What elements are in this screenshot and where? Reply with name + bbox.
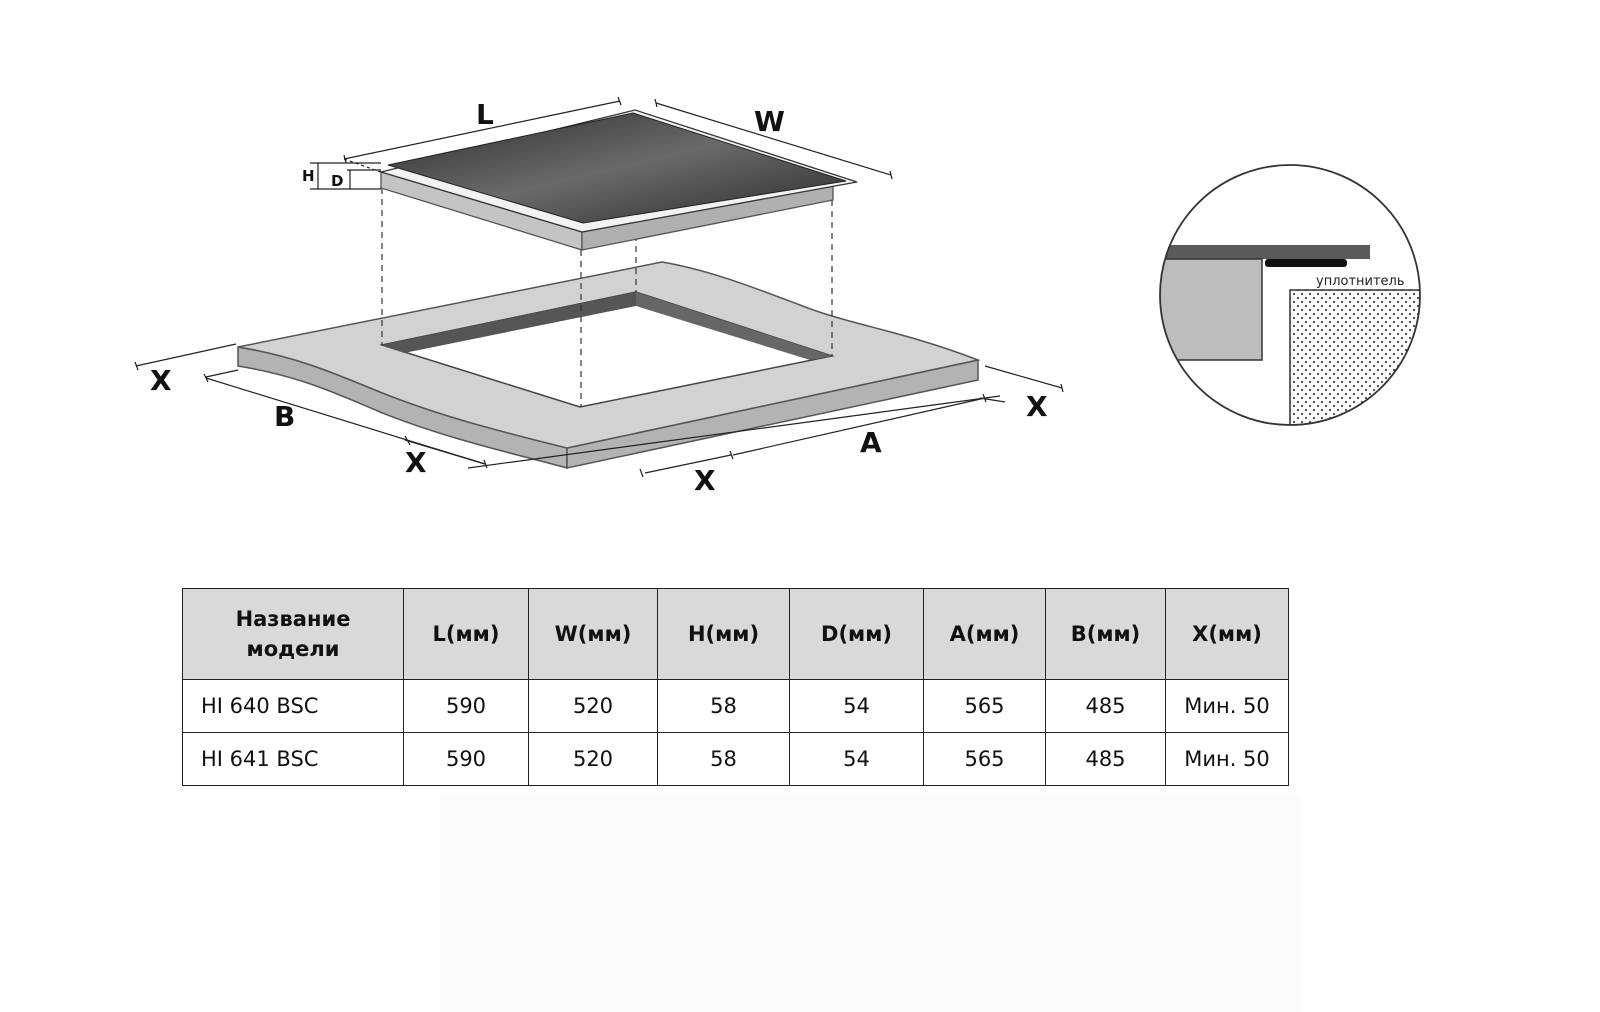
label-X-right: X — [1026, 390, 1048, 423]
dimension-lines — [134, 96, 1064, 478]
label-W: W — [754, 105, 785, 138]
cell-model: HI 641 BSC — [182, 732, 404, 786]
cell-B: 485 — [1045, 679, 1166, 733]
glass-ceramic-plate — [387, 112, 847, 224]
header-H: H(мм) — [657, 588, 790, 680]
cell-X: Мин. 50 — [1165, 732, 1289, 786]
label-D: D — [331, 172, 343, 190]
label-A: A — [860, 426, 882, 459]
spec-table: Название модели L(мм) W(мм) H(мм) D(мм) … — [182, 588, 1289, 786]
seal-detail: уплотнитель — [1159, 164, 1421, 426]
label-B: B — [274, 400, 295, 433]
cell-L: 590 — [403, 679, 529, 733]
cell-model: HI 640 BSC — [182, 679, 404, 733]
label-X-left: X — [150, 364, 172, 397]
cell-D: 54 — [789, 732, 924, 786]
label-L: L — [476, 98, 494, 131]
projection-lines — [381, 188, 833, 407]
seal-label: уплотнитель — [1316, 274, 1405, 289]
cell-A: 565 — [923, 679, 1046, 733]
table-header-row: Название модели L(мм) W(мм) H(мм) D(мм) … — [182, 588, 1289, 680]
installation-diagram: L W H D X B X X A X уплотнитель — [134, 96, 1421, 497]
detail-circle-outline — [1159, 164, 1421, 426]
header-B: B(мм) — [1045, 588, 1166, 680]
cell-H: 58 — [657, 679, 790, 733]
cell-A: 565 — [923, 732, 1046, 786]
detail-seal — [1265, 259, 1347, 267]
background-block — [440, 795, 1300, 1012]
header-X: X(мм) — [1165, 588, 1289, 680]
label-H: H — [302, 167, 315, 185]
cell-H: 58 — [657, 732, 790, 786]
header-model-line1: Название — [235, 607, 351, 631]
header-W: W(мм) — [528, 588, 658, 680]
cell-X: Мин. 50 — [1165, 679, 1289, 733]
detail-hob-body — [1160, 258, 1263, 361]
cell-W: 520 — [528, 732, 658, 786]
worktop-cutout — [379, 291, 835, 408]
table-row: HI 640 BSC 590 520 58 54 565 485 Мин. 50 — [182, 679, 1289, 733]
detail-worktop — [1289, 289, 1420, 425]
table-row: HI 641 BSC 590 520 58 54 565 485 Мин. 50 — [182, 732, 1289, 786]
cell-W: 520 — [528, 679, 658, 733]
label-X-bottom-left: X — [405, 446, 427, 479]
header-L: L(мм) — [403, 588, 529, 680]
cell-D: 54 — [789, 679, 924, 733]
cooktop — [378, 109, 858, 251]
header-A: A(мм) — [923, 588, 1046, 680]
label-X-bottom: X — [694, 464, 716, 497]
cell-L: 590 — [403, 732, 529, 786]
worktop — [237, 188, 981, 469]
detail-hob-glass — [1160, 245, 1370, 259]
header-D: D(мм) — [789, 588, 924, 680]
header-model: Название модели — [182, 588, 404, 680]
cell-B: 485 — [1045, 732, 1166, 786]
header-model-line2: модели — [246, 637, 340, 661]
